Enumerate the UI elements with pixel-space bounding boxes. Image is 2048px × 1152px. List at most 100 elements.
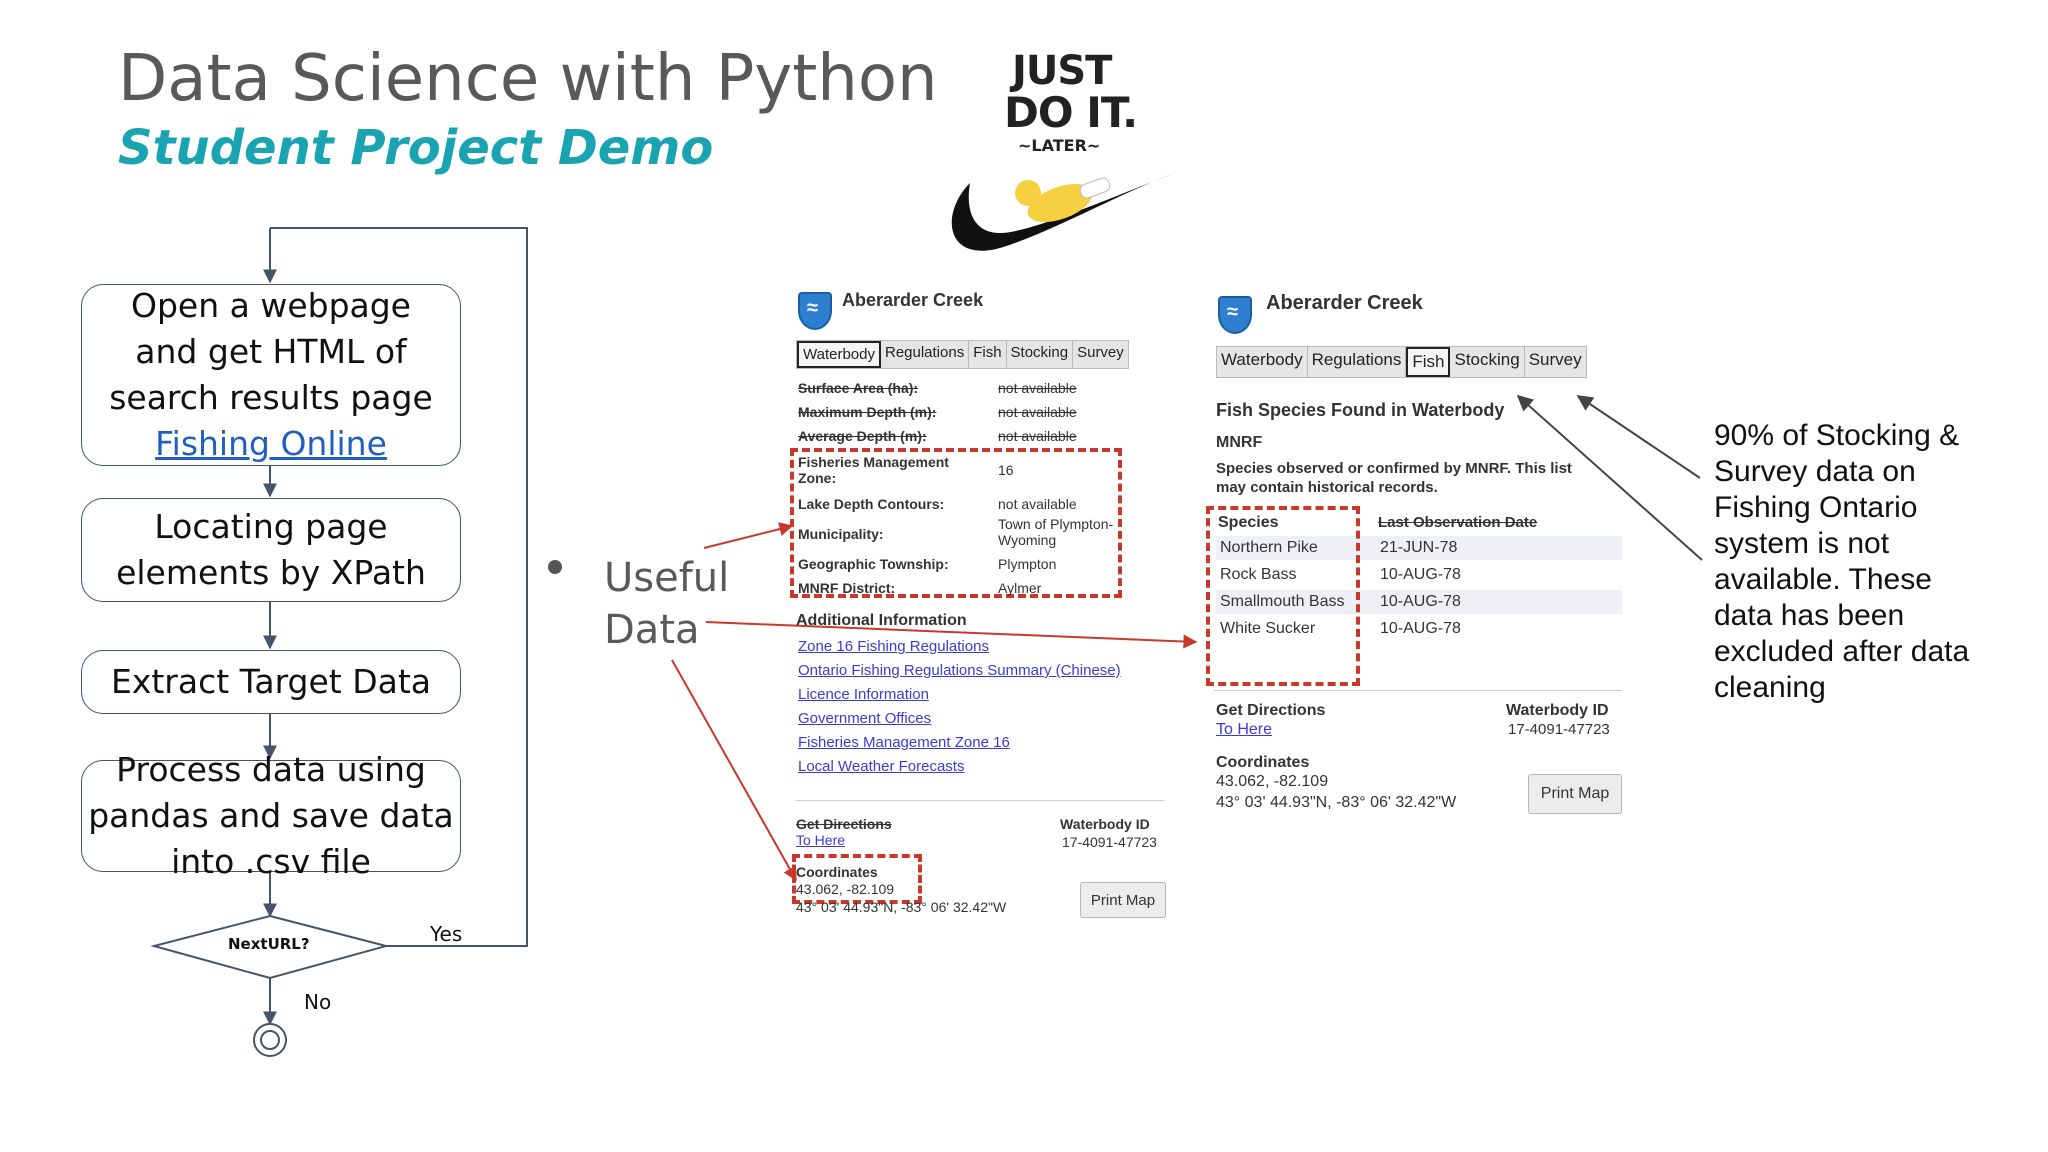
- end-terminal: [253, 1023, 287, 1057]
- tab-fish[interactable]: Fish: [969, 341, 1007, 368]
- waterbody-pin-icon-right: [1218, 296, 1252, 334]
- swoosh-icon: [951, 173, 1175, 251]
- right-coordinates-label: Coordinates: [1216, 754, 1310, 771]
- tab-stocking[interactable]: Stocking: [1007, 341, 1074, 368]
- step3-text: Extract Target Data: [110, 662, 432, 701]
- stocking-survey-note: 90% of Stocking & Survey data on Fishing…: [1714, 418, 1969, 706]
- tab-survey[interactable]: Survey: [1077, 344, 1124, 361]
- left-tab-bar: Waterbody Regulations Fish Stocking Surv…: [796, 340, 1129, 369]
- step1-line-3: search results page: [109, 378, 433, 417]
- municipality-label: Municipality:: [798, 526, 884, 542]
- flow-step-process-pandas: Process data using pandas and save data …: [81, 750, 461, 881]
- note-line-5: available. These: [1714, 563, 1932, 596]
- species-date-3: 10-AUG-78: [1380, 593, 1461, 610]
- link-government-offices[interactable]: Government Offices: [798, 710, 932, 727]
- note-line-6: data has been: [1714, 599, 1905, 632]
- species-column-header: Species: [1218, 514, 1279, 531]
- additional-info-heading: Additional Information: [796, 612, 967, 629]
- species-name-3: Smallmouth Bass: [1220, 593, 1345, 610]
- left-page-title: Aberarder Creek: [842, 290, 984, 310]
- note-line-7: excluded after data: [1714, 635, 1970, 668]
- slide-title: Data Science with Python: [118, 42, 938, 116]
- right-to-here-link[interactable]: To Here: [1216, 721, 1273, 738]
- fmz-label: Fisheries Management Zone:: [798, 454, 949, 486]
- slide-subtitle: Student Project Demo: [118, 120, 714, 176]
- link-fmz16[interactable]: Fisheries Management Zone 16: [798, 734, 1010, 751]
- step2-line-1: Locating page: [154, 507, 388, 546]
- left-coordinates-dms: 43° 03' 44.93"N, -83° 06' 32.42"W: [796, 899, 1007, 915]
- right-coordinates-decimal: 43.062, -82.109: [1216, 773, 1329, 790]
- left-waterbody-id: 17-4091-47723: [1062, 834, 1157, 850]
- link-licence-info[interactable]: Licence Information: [798, 686, 929, 703]
- note-line-3: Fishing Ontario: [1714, 491, 1918, 524]
- tab-waterbody-right[interactable]: Waterbody: [1217, 347, 1308, 377]
- tab-waterbody[interactable]: Waterbody: [797, 341, 881, 368]
- right-waterbody-id-label: Waterbody ID: [1506, 702, 1609, 719]
- step4-line-3: into .csv file: [171, 842, 371, 881]
- tab-regulations-right[interactable]: Regulations: [1308, 347, 1407, 377]
- avg-depth-value: not available: [998, 428, 1077, 444]
- depth-contours-label: Lake Depth Contours:: [798, 496, 945, 512]
- species-note-line-2: may contain historical records.: [1216, 479, 1438, 496]
- left-waterbody-id-label: Waterbody ID: [1060, 816, 1150, 832]
- tab-regulations[interactable]: Regulations: [881, 341, 970, 368]
- mnrf-district-label: MNRF District:: [798, 580, 896, 596]
- right-waterbody-id: 17-4091-47723: [1508, 721, 1610, 738]
- max-depth-value: not available: [998, 404, 1077, 420]
- species-date-4: 10-AUG-78: [1380, 620, 1461, 637]
- bullet-dot: [548, 560, 562, 574]
- tab-fish-right[interactable]: Fish: [1406, 347, 1451, 377]
- useful-line-1: Useful: [604, 555, 730, 601]
- mnrf-source-label: MNRF: [1216, 434, 1263, 451]
- flow-step-locate-xpath: Locating page elements by XPath: [81, 498, 461, 602]
- logo-line-1: JUST: [1012, 48, 1112, 94]
- note-line-4: system is not: [1714, 527, 1890, 560]
- logo-line-2: DO IT.: [1004, 88, 1138, 137]
- step4-line-1: Process data using: [116, 750, 426, 789]
- no-label: No: [304, 990, 332, 1014]
- tab-survey-right[interactable]: Survey: [1528, 350, 1582, 369]
- left-get-directions: Get Directions: [796, 816, 892, 832]
- species-note-line-1: Species observed or confirmed by MNRF. T…: [1216, 460, 1572, 477]
- useful-line-2: Data: [604, 607, 700, 653]
- yes-label: Yes: [430, 922, 463, 946]
- note-line-8: cleaning: [1714, 671, 1826, 704]
- fishing-online-link[interactable]: Fishing Online: [155, 424, 387, 463]
- useful-data-label: Useful Data: [604, 552, 729, 656]
- species-row-shade-3: [1216, 590, 1622, 614]
- left-to-here-link[interactable]: To Here: [796, 832, 846, 848]
- surface-area-label: Surface Area (ha):: [798, 380, 919, 396]
- species-name-4: White Sucker: [1220, 620, 1316, 637]
- surface-area-value: not available: [998, 380, 1077, 396]
- step4-line-2: pandas and save data: [88, 796, 454, 835]
- right-page-title: Aberarder Creek: [1266, 292, 1423, 314]
- max-depth-label: Maximum Depth (m):: [798, 404, 937, 420]
- decision-diamond: [150, 914, 390, 980]
- species-name-2: Rock Bass: [1220, 566, 1297, 583]
- species-date-2: 10-AUG-78: [1380, 566, 1461, 583]
- tab-stocking-right[interactable]: Stocking: [1450, 347, 1525, 377]
- link-regulations-chinese[interactable]: Ontario Fishing Regulations Summary (Chi…: [798, 662, 1121, 679]
- township-value: Plympton: [998, 556, 1057, 572]
- step1-line-2: and get HTML of: [135, 332, 407, 371]
- right-print-map-button[interactable]: Print Map: [1528, 774, 1622, 814]
- fish-species-heading: Fish Species Found in Waterbody: [1216, 400, 1505, 420]
- link-zone16-regulations[interactable]: Zone 16 Fishing Regulations: [798, 638, 989, 655]
- right-get-directions: Get Directions: [1216, 702, 1326, 719]
- note-line-2: Survey data on: [1714, 455, 1916, 488]
- link-weather[interactable]: Local Weather Forecasts: [798, 758, 965, 775]
- fmz-value: 16: [998, 462, 1014, 478]
- flow-step-open-webpage: Open a webpage and get HTML of search re…: [81, 284, 461, 466]
- decision-label: NextURL?: [228, 935, 310, 953]
- flow-step-extract-data: Extract Target Data: [81, 650, 461, 714]
- municipality-value: Town of Plympton-Wyoming: [998, 516, 1114, 548]
- note-line-1: 90% of Stocking &: [1714, 419, 1960, 452]
- right-highlight-box-species: [1206, 506, 1360, 686]
- left-divider: [796, 800, 1164, 801]
- left-print-map-button[interactable]: Print Map: [1080, 882, 1166, 918]
- just-do-it-logo: JUST DO IT. ~LATER~: [940, 48, 1180, 263]
- depth-contours-value: not available: [998, 496, 1077, 512]
- species-date-1: 21-JUN-78: [1380, 539, 1458, 556]
- left-coordinates-label: Coordinates: [796, 864, 878, 880]
